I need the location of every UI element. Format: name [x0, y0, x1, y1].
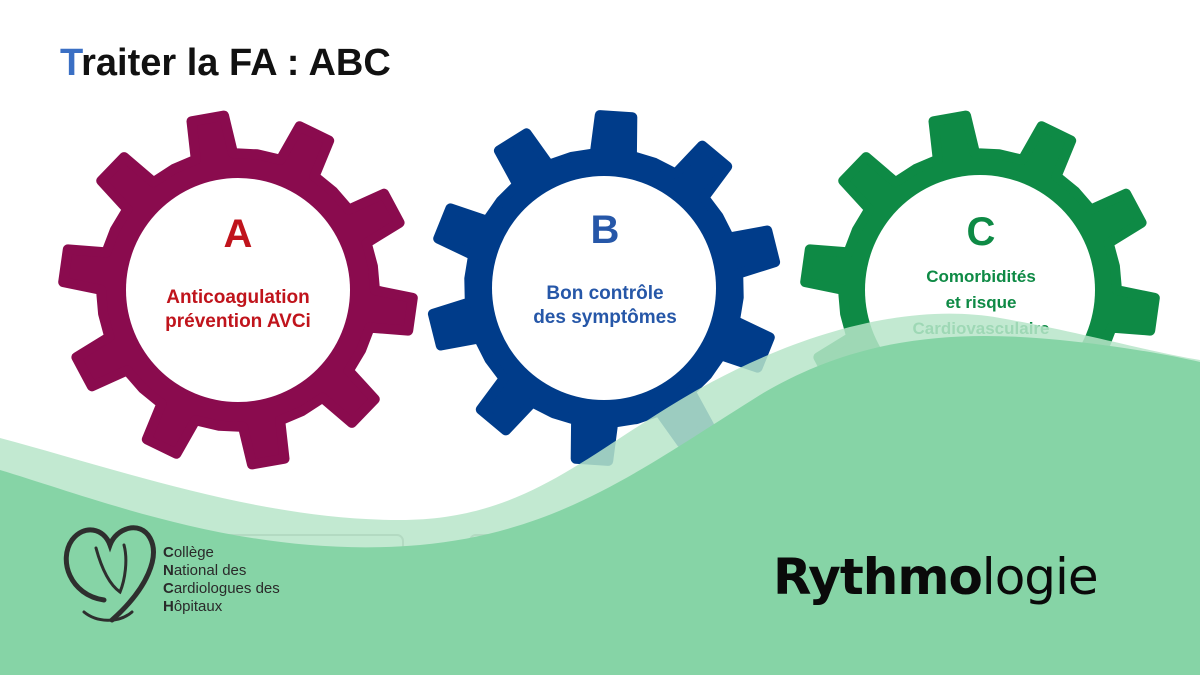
gear-b-shape [427, 110, 781, 466]
gear-c-letter: C [966, 210, 996, 254]
gear-b-label: Bon contrôle des symptômes [533, 283, 677, 328]
heart-swirl-logo-icon [63, 525, 156, 623]
wave-dark [0, 335, 1200, 675]
gear-b-letter: B [590, 208, 620, 252]
logo-text: Collège National des Cardiologues des Hô… [163, 544, 280, 616]
gear-a-letter: A [223, 212, 253, 256]
gear-a-shape [58, 110, 418, 470]
gear-center [126, 178, 350, 402]
page-title: Traiter la FA : ABC [60, 42, 391, 84]
gear-a-label: Anticoagulation prévention AVCi [165, 287, 311, 332]
logo-line-4: Hôpitaux [163, 598, 223, 615]
logo-line-2: National des [163, 562, 247, 579]
brand-wordmark: Rythmologie [773, 548, 1099, 606]
logo-line-3: Cardiologues des [163, 580, 280, 597]
gear-center [492, 176, 716, 400]
logo-line-1: Collège [163, 544, 214, 561]
